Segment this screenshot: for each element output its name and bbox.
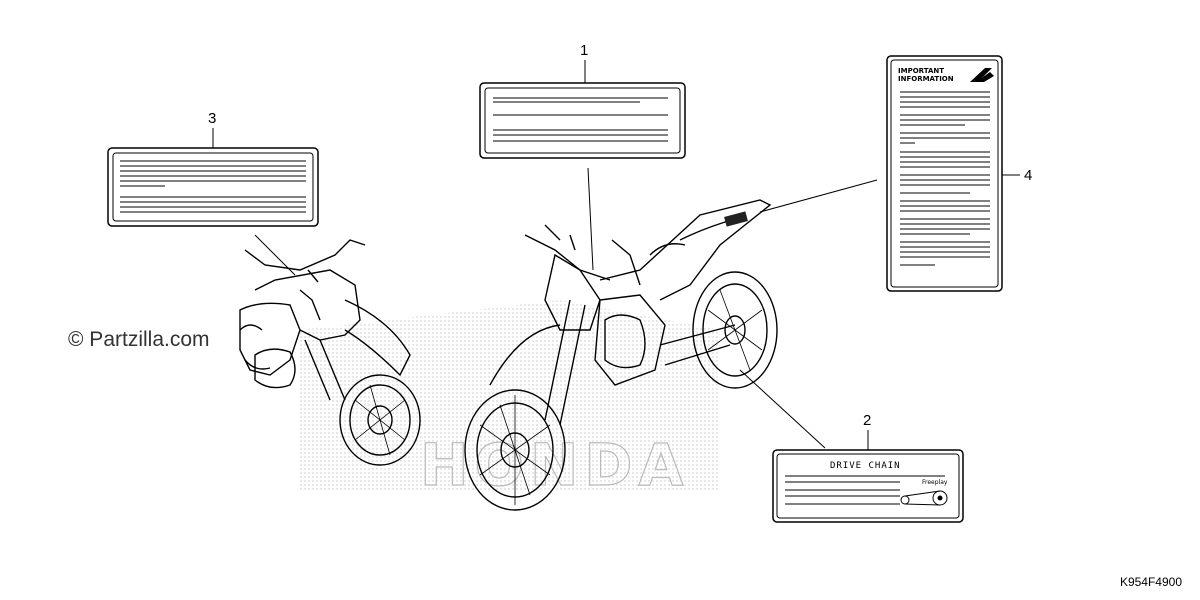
label-1-part bbox=[479, 82, 686, 159]
leader-line-3-bike bbox=[254, 234, 296, 276]
callout-4: 4 bbox=[1024, 167, 1032, 184]
important-line-2: INFORMATION bbox=[898, 75, 954, 83]
partzilla-watermark: © Partzilla.com bbox=[68, 328, 210, 351]
callout-3: 3 bbox=[208, 110, 216, 127]
right-motorcycle-illustration bbox=[464, 199, 778, 511]
label-4-part: IMPORTANT INFORMATION bbox=[886, 55, 1003, 292]
leader-line-4-bike bbox=[759, 179, 878, 213]
important-line-1: IMPORTANT bbox=[898, 67, 944, 75]
left-motorcycle-illustration bbox=[239, 239, 421, 466]
callout-2: 2 bbox=[863, 412, 871, 429]
leader-line-1-bike bbox=[587, 167, 594, 271]
callout-1: 1 bbox=[580, 42, 588, 59]
drive-chain-title: DRIVE CHAIN bbox=[830, 461, 901, 471]
honda-dotted-background: HONDA bbox=[300, 300, 720, 500]
honda-background-text: HONDA bbox=[420, 431, 689, 499]
honda-wing-icon bbox=[970, 68, 994, 82]
label-3-part bbox=[107, 147, 319, 227]
label-2-drive-chain-part: DRIVE CHAIN Freeplay bbox=[772, 449, 964, 523]
label-4-location-mark bbox=[724, 211, 748, 227]
drive-chain-freeplay: Freeplay bbox=[922, 479, 948, 486]
leader-line-2-bike bbox=[739, 369, 826, 449]
chain-sprocket-icon bbox=[900, 490, 948, 506]
diagram-code: K954F4900 bbox=[1119, 575, 1182, 589]
